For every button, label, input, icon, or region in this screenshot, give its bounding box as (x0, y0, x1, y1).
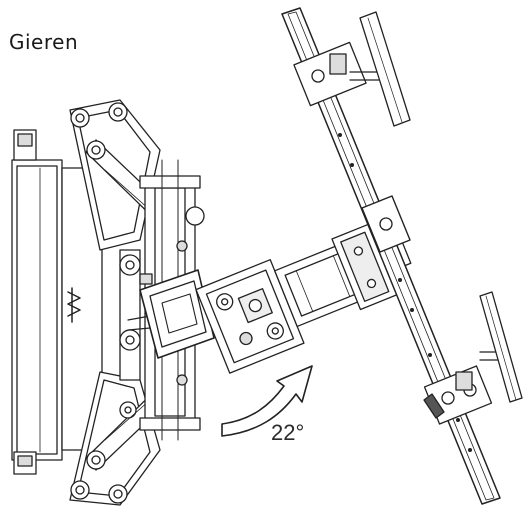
brand-logo-icon (68, 288, 80, 322)
angle-label: 22° (271, 420, 305, 445)
tilt-head (196, 211, 423, 373)
upper-tv-bracket (294, 12, 410, 126)
control-box (140, 270, 214, 358)
diagram-title: Gieren (9, 30, 79, 54)
lower-tv-bracket (424, 292, 522, 424)
curved-arrow-icon (222, 366, 312, 436)
